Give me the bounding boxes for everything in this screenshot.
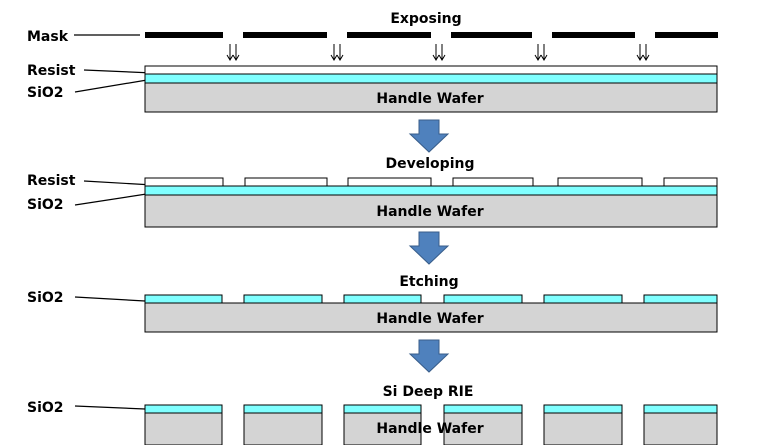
- sio2-block: [443, 294, 523, 304]
- handle-wafer: [144, 302, 718, 333]
- mask: [145, 32, 718, 38]
- sio2-block: [343, 294, 422, 304]
- pillar: [343, 404, 422, 445]
- resist-block: [663, 177, 718, 187]
- exposure-arrow-icon: [534, 44, 548, 61]
- si-pillar: [144, 412, 223, 445]
- sio2-pattern: [144, 294, 718, 304]
- sio2-leader-line: [74, 405, 146, 410]
- sio2-block: [243, 404, 323, 414]
- resist-label: Resist: [27, 63, 76, 79]
- si-pillar: [543, 412, 623, 445]
- sio2-label: SiO2: [27, 85, 64, 101]
- si-pillar: [243, 412, 323, 445]
- sio2-layer: [144, 185, 718, 196]
- resist-block: [144, 177, 224, 187]
- handle-wafer-label: Handle Wafer: [376, 91, 483, 107]
- sio2-block: [543, 294, 623, 304]
- sio2-block: [144, 404, 223, 414]
- mask-segment: [145, 32, 223, 38]
- resist-block: [452, 177, 534, 187]
- sio2-block: [643, 294, 718, 304]
- resist-pattern: [144, 177, 718, 187]
- pillar: [543, 404, 623, 445]
- pillar: [144, 404, 223, 445]
- step-title-deep-rie: Si Deep RIE: [383, 384, 474, 400]
- sio2-block: [443, 404, 523, 414]
- exposure-arrow-icon: [330, 44, 344, 61]
- sio2-block: [643, 404, 718, 414]
- mask-segment: [347, 32, 431, 38]
- exposure-arrow-icon: [432, 44, 446, 61]
- process-arrow-icon: [408, 119, 450, 153]
- process-arrow-icon: [408, 339, 450, 373]
- step-title-exposing: Exposing: [390, 11, 461, 27]
- handle-wafer: [144, 82, 718, 113]
- exposure-arrow-icon: [636, 44, 650, 61]
- sio2-leader-line: [74, 192, 154, 206]
- sio2-label: SiO2: [27, 197, 64, 213]
- process-arrow-icon: [408, 231, 450, 265]
- mask-segment: [552, 32, 635, 38]
- sio2-block: [343, 404, 422, 414]
- wafer-stack-developing: [144, 177, 718, 228]
- si-pillar: [643, 412, 718, 445]
- handle-wafer-label: Handle Wafer: [376, 421, 483, 437]
- mask-segment: [655, 32, 718, 38]
- si-pillar: [343, 412, 422, 445]
- wafer-stack-exposing: [144, 65, 718, 113]
- wafer-stack-etching: [144, 294, 718, 333]
- exposure-arrow-icon: [226, 44, 240, 61]
- mask-label: Mask: [27, 29, 69, 45]
- step-title-developing: Developing: [386, 156, 475, 172]
- resist-leader-line: [83, 69, 154, 74]
- resist-layer: [144, 65, 718, 75]
- step-title-etching: Etching: [399, 274, 458, 290]
- sio2-layer: [144, 73, 718, 84]
- sio2-label: SiO2: [27, 400, 64, 416]
- pillar: [443, 404, 523, 445]
- pillar: [243, 404, 323, 445]
- sio2-block: [543, 404, 623, 414]
- sio2-leader-line: [74, 296, 146, 302]
- sio2-block: [243, 294, 323, 304]
- mask-segment: [451, 32, 532, 38]
- resist-block: [557, 177, 643, 187]
- si-pillar: [443, 412, 523, 445]
- resist-leader-line: [83, 180, 154, 186]
- resist-block: [347, 177, 432, 187]
- mask-segment: [243, 32, 327, 38]
- pillar: [643, 404, 718, 445]
- exposure-arrows: [226, 44, 650, 61]
- handle-wafer-label: Handle Wafer: [376, 204, 483, 220]
- sio2-label: SiO2: [27, 290, 64, 306]
- sio2-leader-line: [74, 78, 154, 93]
- handle-wafer-label: Handle Wafer: [376, 311, 483, 327]
- resist-label: Resist: [27, 173, 76, 189]
- handle-wafer: [144, 194, 718, 228]
- wafer-stack-deep-rie: [144, 404, 718, 445]
- resist-block: [244, 177, 328, 187]
- sio2-block: [144, 294, 223, 304]
